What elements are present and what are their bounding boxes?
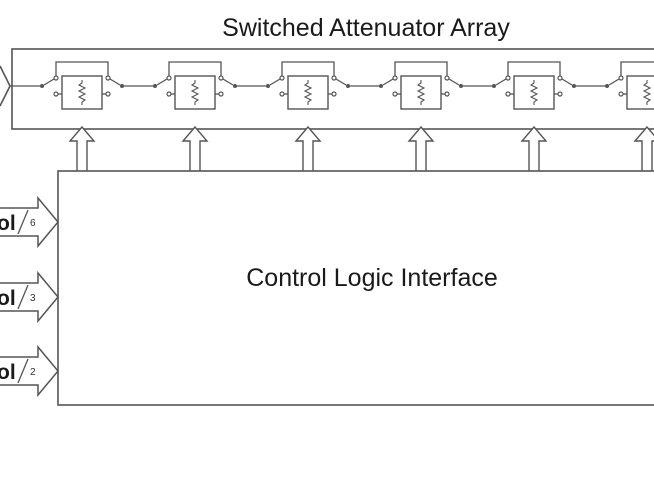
attenuator-array-box: [11, 48, 654, 130]
attenuator-stage: [605, 61, 654, 110]
control-logic-box: [57, 170, 654, 406]
control-arrow: [633, 125, 654, 171]
attenuator-stage: [153, 61, 266, 110]
control-logic-label: Control Logic Interface: [246, 264, 498, 292]
control-arrow: [520, 125, 548, 171]
control-arrow: [407, 125, 435, 171]
input-pin-label: ol: [0, 361, 16, 384]
attenuator-stage: [379, 61, 492, 110]
attenuator-stage: [492, 61, 605, 110]
control-arrow: [181, 125, 209, 171]
bus-width-label: 2: [30, 367, 36, 378]
control-input: ol 6: [0, 195, 59, 249]
control-input: ol 2: [0, 344, 59, 398]
bus-slash-icon: [17, 284, 29, 310]
input-bus-arrow: [0, 270, 59, 324]
attenuator-stages: [10, 61, 654, 171]
input-bus-arrow: [0, 344, 59, 398]
input-pin-label: ol: [0, 212, 16, 235]
bus-width-label: 3: [30, 293, 36, 304]
control-arrow: [68, 125, 96, 171]
input-pin-label: ol: [0, 287, 16, 310]
input-bus-arrow: [0, 195, 59, 249]
bus-slash-icon: [17, 358, 29, 384]
control-inputs: ol 6 ol 3 ol 2: [0, 195, 59, 398]
rf-input-arrow: [0, 65, 11, 107]
control-input: ol 3: [0, 270, 59, 324]
bus-slash-icon: [17, 209, 29, 235]
attenuator-stage: [266, 61, 379, 110]
control-arrow: [294, 125, 322, 171]
attenuator-stage: [40, 61, 153, 110]
bus-width-label: 6: [30, 218, 36, 229]
diagram-title: Switched Attenuator Array: [222, 14, 510, 42]
